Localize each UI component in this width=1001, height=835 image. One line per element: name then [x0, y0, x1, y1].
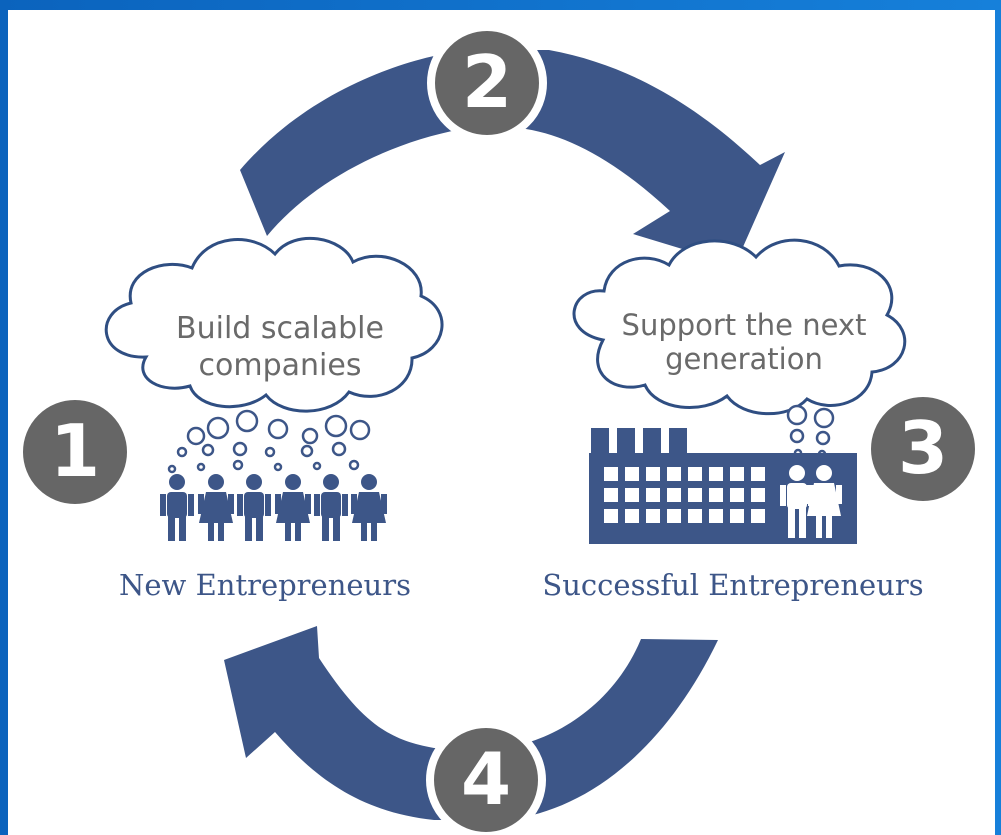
new-entrepreneurs-caption: New Entrepreneurs [119, 568, 411, 602]
left-thought-cloud: Build scalable companies [104, 236, 444, 413]
diagram-panel: Build scalable companies Support the nex… [8, 10, 995, 835]
right-cloud-line-1: Support the next [622, 308, 867, 342]
step-3-circle: 3 [863, 389, 983, 509]
left-cloud-line-1: Build scalable [176, 311, 384, 346]
new-entrepreneurs-people-icon [160, 474, 387, 541]
right-cloud-line-2: generation [665, 342, 823, 376]
cycle-diagram: Build scalable companies Support the nex… [15, 23, 983, 835]
right-thought-bubbles [786, 404, 835, 459]
left-thought-bubbles [167, 409, 371, 474]
step-2-number: 2 [462, 40, 512, 124]
step-2-circle: 2 [427, 23, 547, 143]
step-3-number: 3 [898, 406, 948, 490]
step-1-number: 1 [50, 409, 100, 493]
right-thought-cloud: Support the next generation [572, 238, 907, 416]
successful-entrepreneurs-factory-icon [589, 428, 857, 544]
top-cycle-arrow [240, 50, 785, 265]
step-4-number: 4 [461, 737, 511, 821]
bottom-cycle-arrow [224, 626, 718, 820]
successful-entrepreneurs-caption: Successful Entrepreneurs [542, 568, 923, 602]
step-1-circle: 1 [15, 392, 135, 512]
step-4-circle: 4 [426, 720, 546, 835]
left-cloud-line-2: companies [199, 348, 362, 383]
